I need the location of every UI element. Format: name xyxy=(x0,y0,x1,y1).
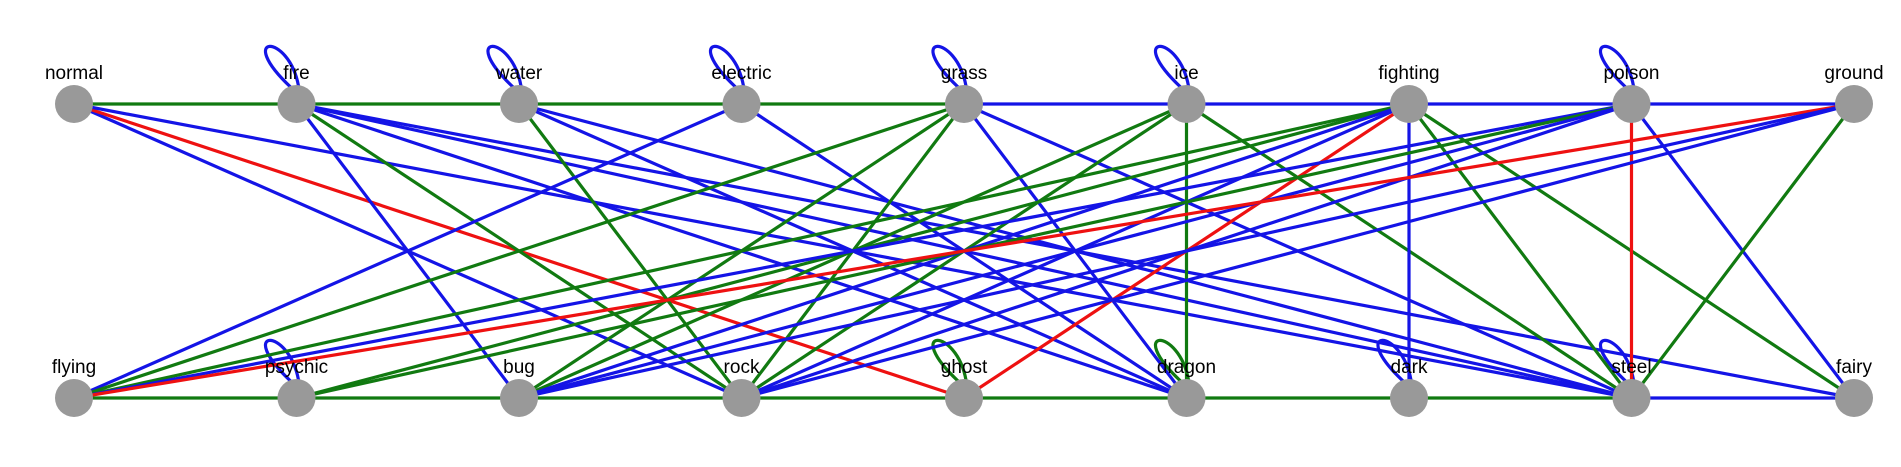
node-label-steel: steel xyxy=(1611,357,1651,378)
node-circle-electric xyxy=(722,85,761,123)
node-label-rock: rock xyxy=(724,357,760,378)
node-circle-ice xyxy=(1167,85,1206,123)
edge-poison-flying xyxy=(72,102,1634,400)
node-grass: grass xyxy=(941,63,987,123)
node-label-poison: poison xyxy=(1604,63,1660,84)
self-loop-poison xyxy=(1598,44,1636,89)
node-ice: ice xyxy=(1167,63,1206,123)
node-circle-bug xyxy=(500,379,538,417)
edge-electric-flying xyxy=(72,102,744,400)
node-fire: fire xyxy=(277,63,316,123)
node-bug: bug xyxy=(500,357,538,417)
node-label-dark: dark xyxy=(1391,357,1428,378)
node-label-fairy: fairy xyxy=(1836,357,1872,378)
self-loop-dark xyxy=(1376,338,1413,383)
node-circle-rock xyxy=(722,379,761,417)
node-fairy: fairy xyxy=(1835,357,1873,417)
edge-ground-steel xyxy=(1629,102,1856,400)
node-circle-dark xyxy=(1390,379,1428,417)
node-label-fighting: fighting xyxy=(1378,63,1439,84)
edge-grass-flying xyxy=(72,102,966,400)
node-circle-steel xyxy=(1612,379,1651,417)
self-loop-fire xyxy=(263,44,301,89)
node-circle-flying xyxy=(55,379,93,417)
node-water: water xyxy=(495,63,543,123)
node-electric: electric xyxy=(711,63,772,123)
edge-ground-flying xyxy=(72,102,1856,400)
node-circle-fighting xyxy=(1390,85,1428,123)
node-flying: flying xyxy=(52,357,96,417)
node-label-electric: electric xyxy=(711,63,771,84)
edge-water-rock xyxy=(517,102,744,400)
node-label-grass: grass xyxy=(941,63,987,84)
node-normal: normal xyxy=(45,63,103,123)
node-circle-ghost xyxy=(945,379,983,417)
self-loop-dragon xyxy=(1153,338,1191,383)
node-circle-grass xyxy=(945,85,983,123)
node-circle-normal xyxy=(55,85,93,123)
node-label-ghost: ghost xyxy=(941,357,988,378)
edge-layer xyxy=(72,44,1856,400)
node-dragon: dragon xyxy=(1157,357,1216,417)
node-circle-ground xyxy=(1835,85,1873,123)
node-fighting: fighting xyxy=(1378,63,1440,123)
node-ghost: ghost xyxy=(941,357,988,417)
node-circle-poison xyxy=(1612,85,1651,123)
node-label-ice: ice xyxy=(1174,63,1198,84)
node-label-bug: bug xyxy=(503,357,535,378)
node-layer: normal fire water electric grass ice fighting p… xyxy=(45,63,1884,417)
self-loop-water xyxy=(486,44,523,89)
node-label-dragon: dragon xyxy=(1157,357,1216,378)
self-loop-ice xyxy=(1153,44,1191,89)
edge-ground-rock xyxy=(739,102,1856,400)
node-circle-psychic xyxy=(277,379,316,417)
self-loop-ghost xyxy=(931,338,968,383)
self-loop-steel xyxy=(1598,338,1636,383)
edge-ground-bug xyxy=(517,102,1856,400)
edge-poison-bug xyxy=(517,102,1634,400)
node-label-flying: flying xyxy=(52,357,96,378)
node-psychic: psychic xyxy=(265,357,328,417)
node-poison: poison xyxy=(1604,63,1660,123)
node-circle-fire xyxy=(277,85,316,123)
node-circle-dragon xyxy=(1167,379,1206,417)
self-loop-grass xyxy=(931,44,968,89)
edge-fighting-steel xyxy=(1407,102,1634,400)
edge-fighting-flying xyxy=(72,102,1411,400)
node-circle-water xyxy=(500,85,538,123)
node-ground: ground xyxy=(1824,63,1884,123)
node-circle-fairy xyxy=(1835,379,1873,417)
node-rock: rock xyxy=(722,357,761,417)
node-label-normal: normal xyxy=(45,63,103,84)
node-label-ground: ground xyxy=(1824,63,1883,84)
node-steel: steel xyxy=(1611,357,1652,417)
node-label-fire: fire xyxy=(283,63,309,84)
node-label-water: water xyxy=(495,63,543,84)
node-dark: dark xyxy=(1390,357,1428,417)
self-loop-electric xyxy=(708,44,746,89)
node-label-psychic: psychic xyxy=(265,357,328,378)
